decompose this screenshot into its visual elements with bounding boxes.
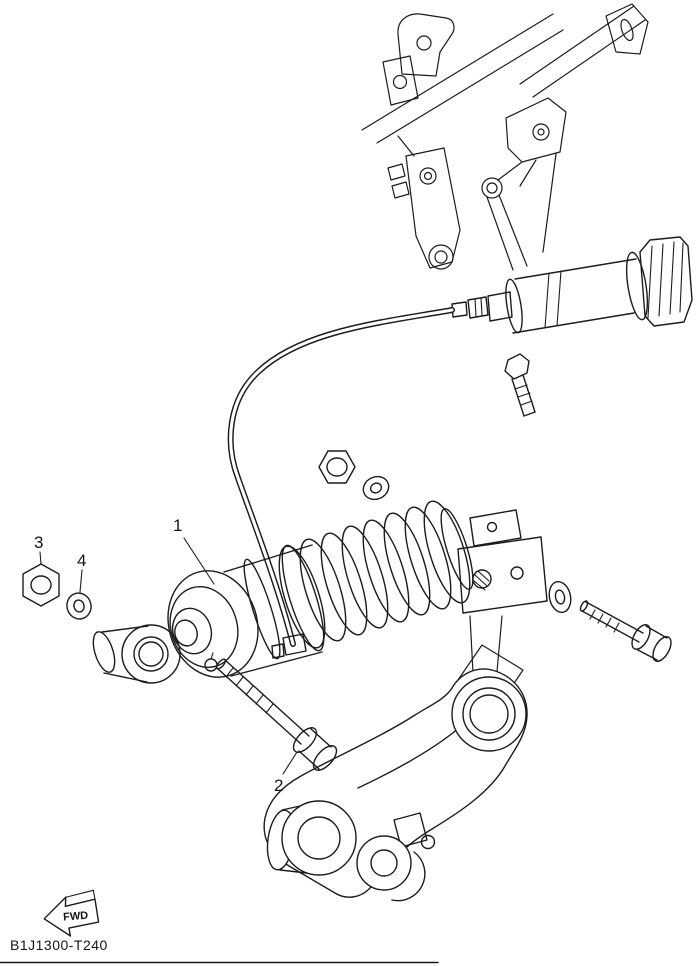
lower-mount-bolt <box>215 658 338 771</box>
fwd-arrow-shape <box>43 896 100 937</box>
reservoir-body <box>505 251 649 334</box>
hose-fitting <box>451 291 513 322</box>
adjuster-knob <box>639 236 693 327</box>
callout-3-leader <box>39 551 42 565</box>
frame-bracket-top-right <box>605 3 649 55</box>
callout-2-label[interactable]: 2 <box>274 776 283 795</box>
spring-coil <box>320 532 368 636</box>
shock-absorber <box>92 500 548 684</box>
callout-4-label[interactable]: 4 <box>77 551 86 570</box>
callout-1[interactable]: 1 <box>173 516 215 585</box>
callout-4[interactable]: 4 <box>77 551 86 593</box>
fwd-arrow: FWD <box>43 889 100 937</box>
frame-hook-bracket <box>382 13 455 106</box>
shock-body <box>167 544 323 678</box>
rebound-adjuster <box>204 658 218 672</box>
coil-spring <box>278 500 474 652</box>
relay-arm-left-hub <box>281 800 357 876</box>
shock-lower-eye <box>92 624 181 684</box>
callout-3-label[interactable]: 3 <box>34 533 43 552</box>
spring-coil <box>383 512 431 616</box>
relay-arm <box>263 668 528 902</box>
reservoir-hose <box>227 307 455 647</box>
spring-coil <box>423 500 471 604</box>
spacer-nut <box>318 450 356 484</box>
part-code: B1J1300-T240 <box>10 937 108 953</box>
reservoir-bolt <box>504 353 536 417</box>
upper-mount-washer <box>548 580 572 614</box>
callout-3[interactable]: 3 <box>34 533 43 565</box>
spring-coil <box>362 519 410 623</box>
callout-1-label[interactable]: 1 <box>173 516 182 535</box>
spring-coil <box>341 525 389 629</box>
reservoir-assembly <box>451 236 693 334</box>
callout-2[interactable]: 2 <box>274 751 298 795</box>
frame-side-bracket <box>481 97 567 271</box>
callout-4-leader <box>79 569 83 593</box>
spring-coil <box>299 538 347 642</box>
frame-mount-plate <box>387 135 461 270</box>
spacer-washer <box>362 475 390 501</box>
spring-coil <box>404 506 452 610</box>
callout-1-leader <box>183 537 215 585</box>
relay-arm-bottom-hub <box>356 835 412 891</box>
upper-mount-bolt <box>579 600 672 662</box>
shock-upper-clevis <box>457 509 548 614</box>
callouts: 1 2 3 4 <box>34 516 298 795</box>
mount-washer <box>66 592 92 620</box>
mount-nut <box>22 563 60 607</box>
frame-reference-lines <box>361 5 646 144</box>
spring-coil <box>278 545 326 649</box>
fwd-label: FWD <box>63 910 89 924</box>
callout-2-leader <box>282 751 298 775</box>
